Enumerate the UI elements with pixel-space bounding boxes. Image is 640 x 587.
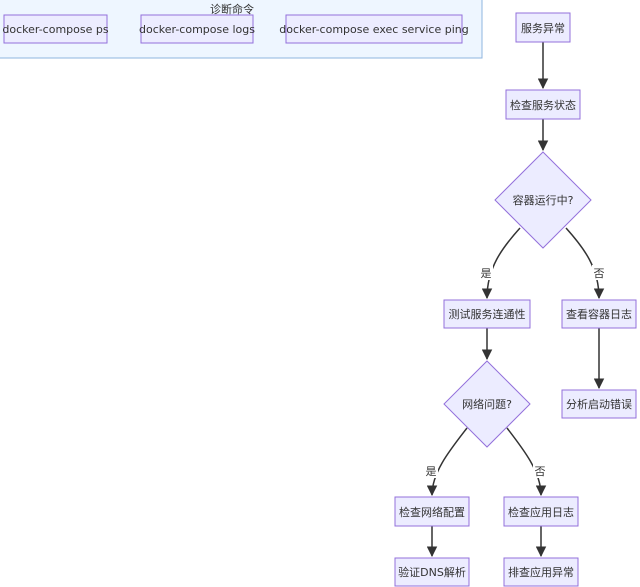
- node-label: 容器运行中?: [513, 193, 574, 207]
- node-label: 检查网络配置: [399, 505, 465, 519]
- command-label: docker-compose logs: [139, 23, 255, 36]
- node-check-app-logs: 检查应用日志: [503, 496, 579, 527]
- node-view-container-logs: 查看容器日志: [561, 299, 637, 329]
- edge-label-yes: 是: [426, 465, 437, 478]
- node-test-connectivity: 测试服务连通性: [443, 299, 531, 329]
- node-analyze-startup-errors: 分析启动错误: [561, 389, 637, 419]
- node-verify-dns: 验证DNS解析: [394, 557, 470, 587]
- node-label: 查看容器日志: [566, 307, 632, 321]
- edge-running-no: [565, 227, 605, 300]
- node-check-network-config: 检查网络配置: [394, 496, 470, 527]
- edge-labels: 是 否 是 否: [424, 265, 606, 478]
- node-label: 检查应用日志: [508, 505, 574, 519]
- command-node-ps: docker-compose ps: [2, 14, 109, 44]
- edge-running-yes: [481, 227, 521, 300]
- command-label: docker-compose exec service ping: [279, 23, 468, 36]
- node-label: 测试服务连通性: [449, 307, 526, 321]
- node-label: 分析启动错误: [566, 397, 632, 411]
- edge-label-yes: 是: [481, 267, 492, 280]
- edges: [426, 42, 605, 558]
- cluster-title: 诊断命令: [210, 2, 254, 16]
- node-check-status: 检查服务状态: [505, 89, 581, 120]
- command-label: docker-compose ps: [2, 23, 108, 36]
- edge-network-yes: [426, 427, 468, 497]
- diagnostic-commands-cluster: 诊断命令 docker-compose ps docker-compose lo…: [0, 0, 483, 59]
- edge-label-no: 否: [594, 267, 605, 280]
- edge-network-no: [506, 427, 547, 497]
- edge-label-no: 否: [535, 465, 546, 478]
- node-network-issue-decision: 网络问题?: [443, 360, 531, 448]
- node-service-abnormal: 服务异常: [515, 12, 571, 43]
- command-node-logs: docker-compose logs: [139, 14, 255, 44]
- node-label: 服务异常: [521, 22, 565, 35]
- node-label: 验证DNS解析: [398, 565, 466, 579]
- node-label: 检查服务状态: [510, 98, 576, 112]
- node-container-running-decision: 容器运行中?: [494, 151, 592, 249]
- node-troubleshoot-app: 排查应用异常: [503, 557, 579, 587]
- node-label: 排查应用异常: [508, 565, 574, 579]
- node-label: 网络问题?: [462, 397, 512, 411]
- command-node-exec-ping: docker-compose exec service ping: [279, 14, 469, 44]
